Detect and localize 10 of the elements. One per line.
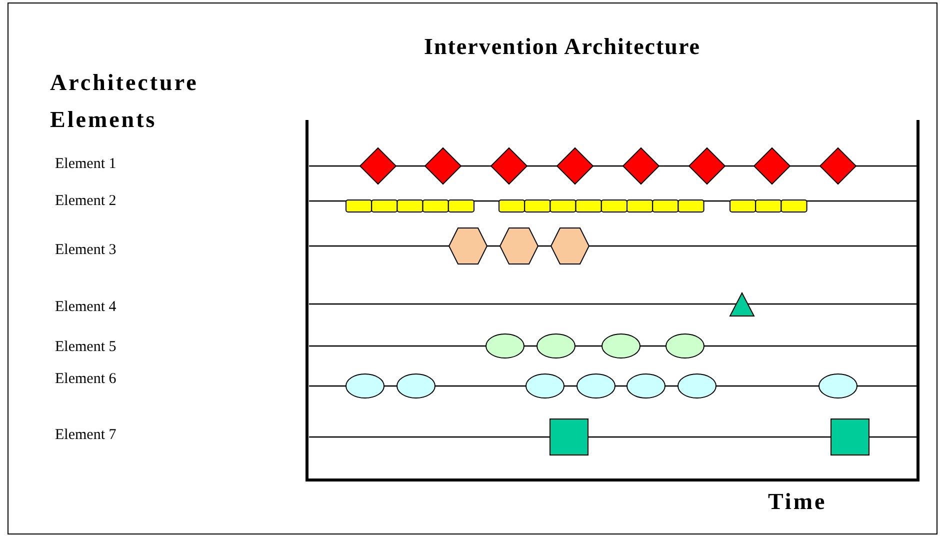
axis-title: Architecture Elements [50, 69, 200, 134]
row-label: Element 2 [55, 193, 116, 210]
row-label: Element 7 [55, 427, 116, 444]
row-label: Element 6 [55, 371, 116, 388]
row-label: Element 4 [55, 299, 116, 316]
row-label: Element 1 [55, 156, 116, 173]
row-label: Element 5 [55, 339, 116, 356]
axis-label: Time [768, 489, 827, 515]
row-label: Element 3 [55, 242, 116, 259]
chart-title: Intervention Architecture [424, 34, 700, 60]
